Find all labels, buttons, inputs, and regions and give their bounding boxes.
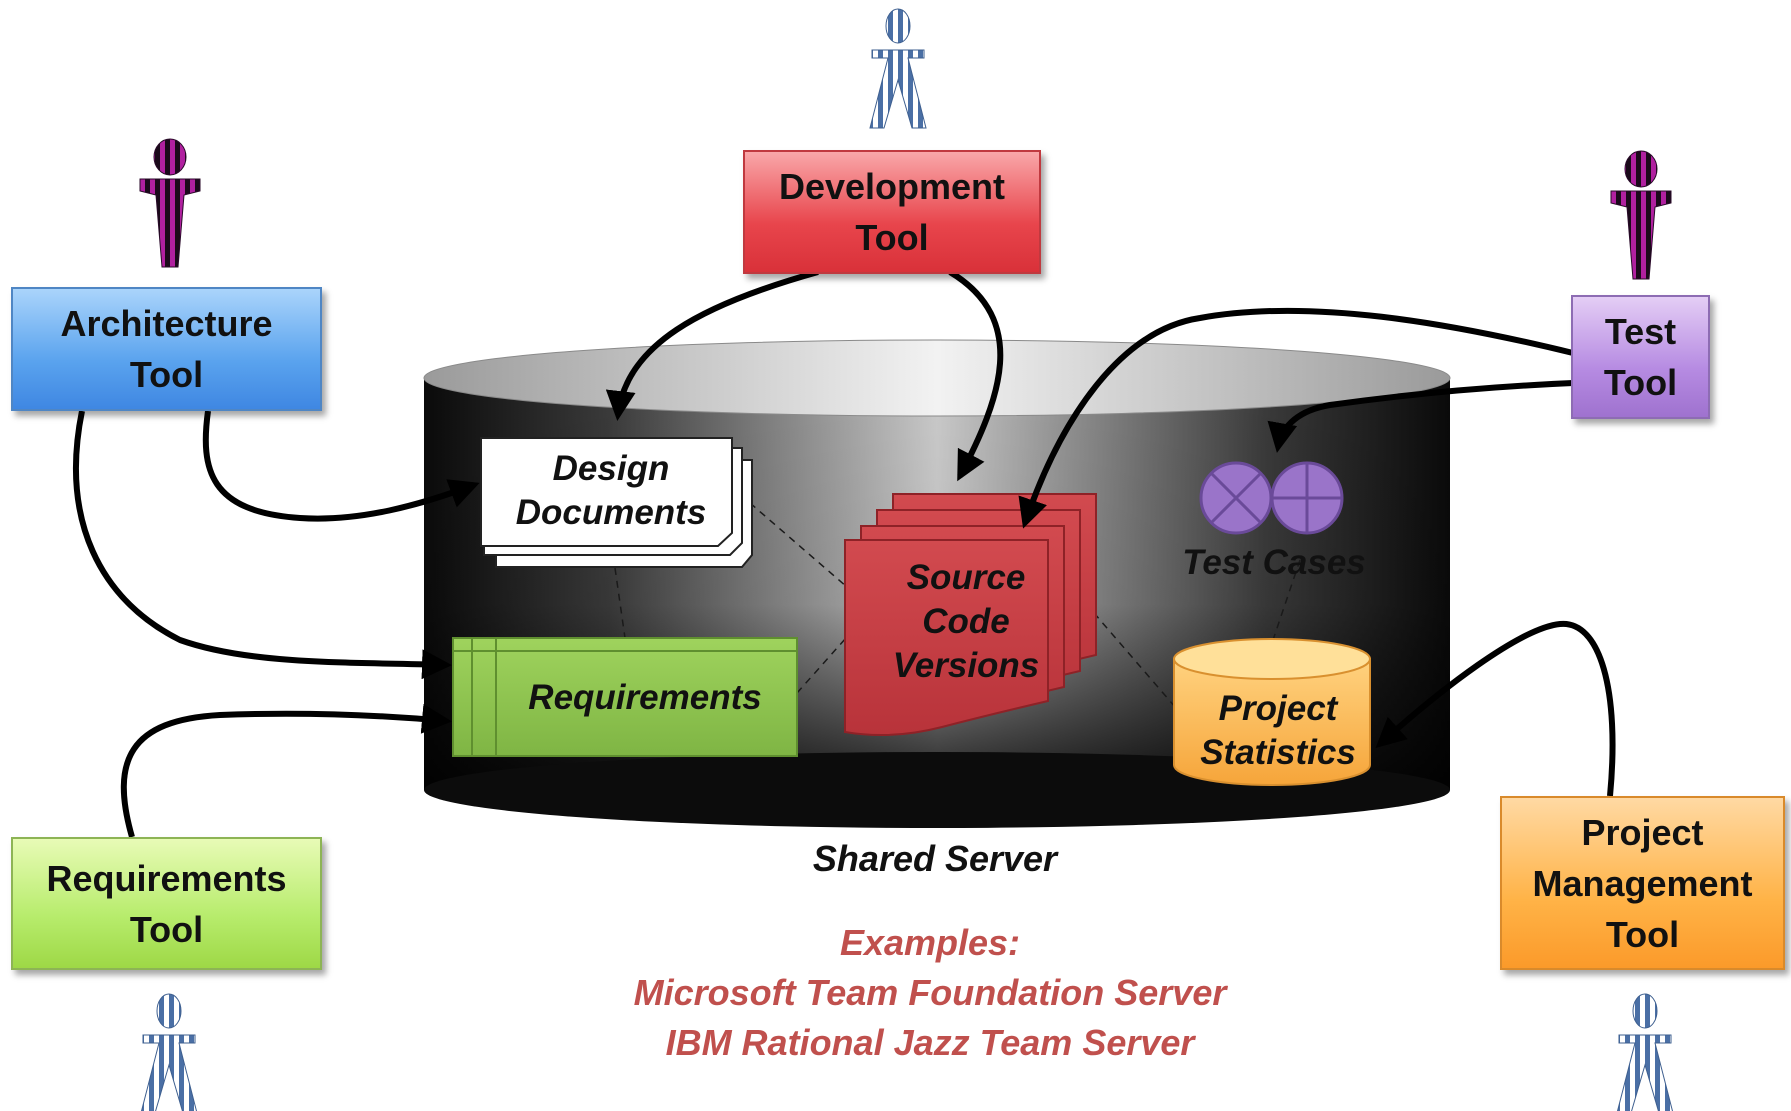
source-code-versions-shape: [844, 493, 1097, 737]
arrow-test-to-testcases: [1267, 380, 1574, 453]
arrow-dev-to-source: [948, 269, 1004, 482]
person-striped-blue-icon: [869, 8, 927, 129]
arrow-arch-to-design: [202, 410, 480, 522]
requirements-label: Requirements: [528, 678, 762, 717]
project-statistics-label: Project Statistics: [1200, 689, 1356, 772]
arrow-reqtool-to-requirements: [120, 703, 452, 838]
test-case-plus-icon: [1270, 461, 1344, 535]
requirements-tool-box: Requirements Tool: [11, 837, 322, 970]
test-case-cross-icon: [1199, 461, 1273, 535]
person-striped-magenta-icon: [139, 138, 201, 268]
project-management-tool-box: Project Management Tool: [1500, 796, 1785, 970]
examples-heading: Examples:: [839, 922, 1021, 963]
arrows: [73, 269, 1616, 838]
requirements-artifact-shape: [452, 637, 798, 757]
arrow-pm-to-stats: [1375, 620, 1616, 797]
project-statistics-shape: [1173, 638, 1371, 786]
example-item: IBM Rational Jazz Team Server: [665, 1022, 1195, 1063]
examples-block: Examples: Microsoft Team Foundation Serv…: [560, 918, 1300, 1068]
person-striped-blue-icon: [140, 993, 198, 1111]
design-documents-shape: [480, 437, 753, 568]
development-tool-box: Development Tool: [743, 150, 1041, 274]
person-striped-magenta-icon: [1610, 150, 1672, 280]
person-striped-blue-icon: [1616, 993, 1674, 1111]
test-cases-label: Test Cases: [1182, 543, 1366, 582]
arrow-dev-to-design: [605, 269, 819, 421]
shared-server-label: Shared Server: [812, 838, 1058, 879]
architecture-tool-box: Architecture Tool: [11, 287, 322, 411]
test-tool-box: Test Tool: [1571, 295, 1710, 419]
example-item: Microsoft Team Foundation Server: [633, 972, 1227, 1013]
design-documents-label: Design Documents: [515, 449, 707, 532]
arrow-test-to-source: [1018, 307, 1574, 529]
arrow-arch-to-requirements: [73, 410, 452, 680]
source-code-versions-label: Source Code Versions: [892, 558, 1040, 685]
